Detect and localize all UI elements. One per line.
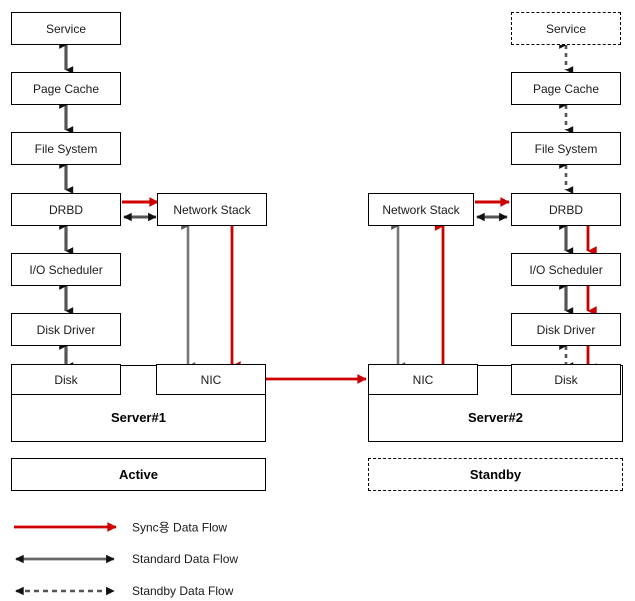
server1-frame-label: Server#1 <box>111 410 166 425</box>
server2-node-service-label: Service <box>545 21 586 36</box>
server1-node-file-system[interactable]: File System <box>11 132 121 165</box>
server2-node-drbd-label: DRBD <box>548 202 583 217</box>
legend-sample-arrows <box>14 522 117 596</box>
server2-node-file-system-label: File System <box>534 141 598 156</box>
server1-state-badge: Active <box>11 458 266 491</box>
server2-node-drbd[interactable]: DRBD <box>511 193 621 226</box>
legend-item-standby-label: Standby Data Flow <box>132 584 234 598</box>
legend-item-standard-label: Standard Data Flow <box>132 552 239 566</box>
server1-node-page-cache-label: Page Cache <box>32 81 100 96</box>
server2-node-disk-driver[interactable]: Disk Driver <box>511 313 621 346</box>
server2-node-io-scheduler[interactable]: I/O Scheduler <box>511 253 621 286</box>
server2-frame-label: Server#2 <box>468 410 523 425</box>
server1-node-service[interactable]: Service <box>11 12 121 45</box>
server2-node-disk-driver-label: Disk Driver <box>536 322 596 337</box>
server2-node-page-cache-label: Page Cache <box>532 81 600 96</box>
server2-node-disk-label: Disk <box>554 372 578 387</box>
server2-node-disk[interactable]: Disk <box>511 364 621 395</box>
server2-state-label: Standby <box>469 467 522 482</box>
server1-node-disk-driver-label: Disk Driver <box>36 322 96 337</box>
server1-node-file-system-label: File System <box>34 141 98 156</box>
server2-node-service[interactable]: Service <box>511 12 621 45</box>
server2-node-network-stack[interactable]: Network Stack <box>368 193 474 226</box>
server1-state-label: Active <box>118 467 159 482</box>
server2-node-file-system[interactable]: File System <box>511 132 621 165</box>
server1-node-io-scheduler-label: I/O Scheduler <box>29 262 103 277</box>
server1-node-drbd[interactable]: DRBD <box>11 193 121 226</box>
legend-item-sync-label: Sync용 Data Flow <box>132 520 228 535</box>
server2-node-nic-label: NIC <box>412 372 434 387</box>
server1-node-page-cache[interactable]: Page Cache <box>11 72 121 105</box>
server2-node-page-cache[interactable]: Page Cache <box>511 72 621 105</box>
server1-node-nic[interactable]: NIC <box>156 364 266 395</box>
server1-node-disk-driver[interactable]: Disk Driver <box>11 313 121 346</box>
server2-state-badge: Standby <box>368 458 623 491</box>
server1-node-network-stack-label: Network Stack <box>173 202 251 217</box>
server2-node-network-stack-label: Network Stack <box>382 202 460 217</box>
server1-network-nic-connectors <box>181 222 241 371</box>
server1-node-io-scheduler[interactable]: I/O Scheduler <box>11 253 121 286</box>
server1-node-network-stack[interactable]: Network Stack <box>157 193 267 226</box>
server2-network-drbd-connectors <box>475 197 510 222</box>
server1-drbd-network-connectors <box>122 197 159 222</box>
server1-node-disk[interactable]: Disk <box>11 364 121 395</box>
server1-node-service-label: Service <box>45 21 86 36</box>
server2-node-io-scheduler-label: I/O Scheduler <box>529 262 603 277</box>
server1-node-disk-label: Disk <box>54 372 78 387</box>
server2-node-nic[interactable]: NIC <box>368 364 478 395</box>
server2-nic-network-connectors <box>391 221 445 370</box>
server1-node-drbd-label: DRBD <box>48 202 83 217</box>
server1-node-nic-label: NIC <box>200 372 222 387</box>
